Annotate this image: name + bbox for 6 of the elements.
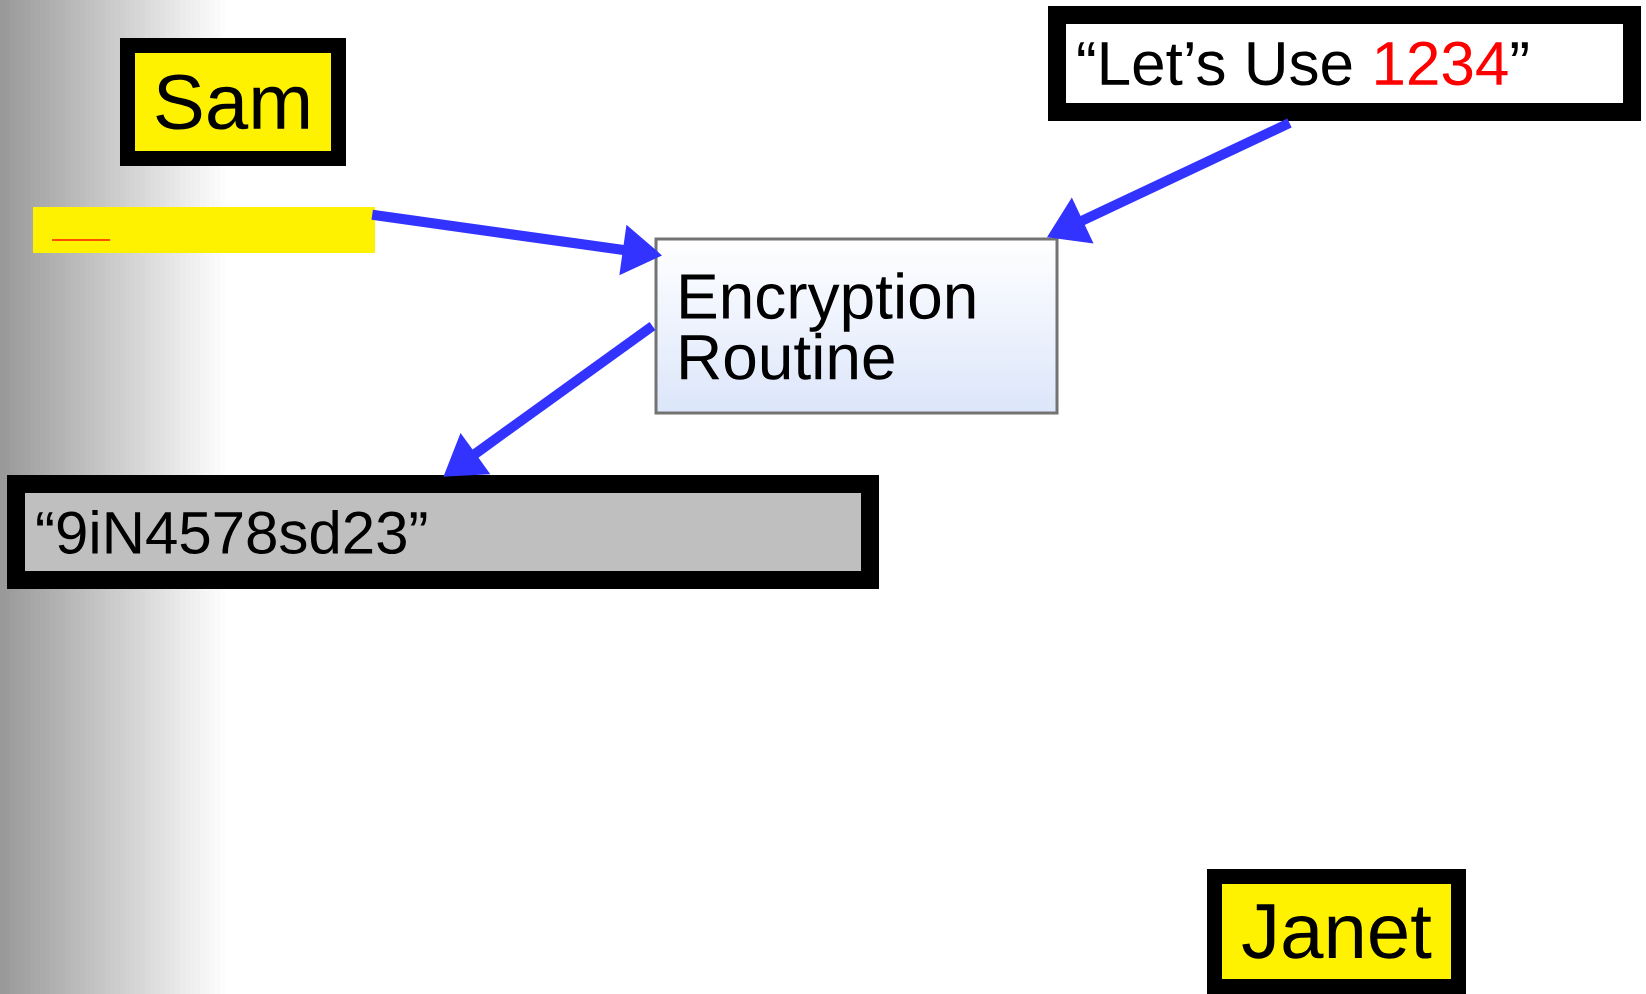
name-box: Janet: [1207, 869, 1466, 994]
highlight-bar: [33, 207, 375, 253]
key-box: “Let’s Use 1234”: [1048, 6, 1641, 121]
name-box: Sam: [120, 38, 346, 166]
ciphertext-box: “9iN4578sd23”: [7, 475, 879, 589]
process-box: Encryption Routine: [654, 237, 1059, 415]
